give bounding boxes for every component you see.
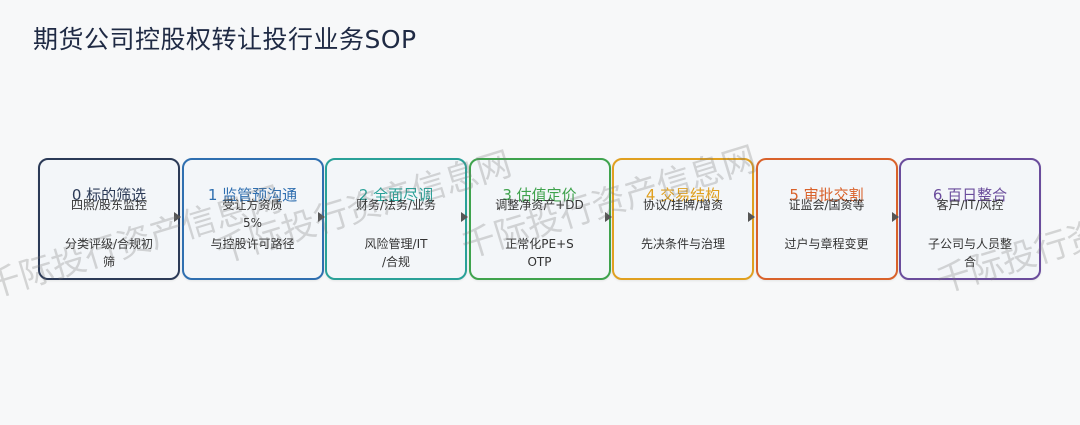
stage-title: 5 审批交割	[789, 186, 864, 204]
stage-card: 4 交易结构协议/挂牌/增资先决条件与治理	[612, 158, 754, 280]
flow-arrow-icon	[317, 212, 325, 222]
stage-line-1: 受让方资质 5%	[222, 198, 283, 230]
flow-arrow-icon	[748, 212, 755, 222]
stage-title: 3 估值定价	[502, 186, 577, 204]
stage-line-2: 先决条件与治理	[640, 237, 725, 251]
stage-line-1: 调整净资产+DD	[495, 198, 584, 212]
flow-arrow-icon	[891, 212, 899, 222]
stage-line-2: 与控股许可路径	[210, 237, 295, 251]
page-title: 期货公司控股权转让投行业务SOP	[33, 25, 417, 54]
stage-card: 3 估值定价调整净资产+DD 正常化PE+S OTP	[468, 158, 611, 280]
stage-line-1: 证监会/国资等	[788, 198, 865, 212]
stage-card: 1 监管预沟通受让方资质 5% 与控股许可路径	[181, 158, 324, 280]
stage-line-1: 协议/挂牌/增资	[642, 198, 724, 212]
stage-line-2: 过户与章程变更	[784, 237, 869, 251]
stage-line-1: 客户/IT/风控	[936, 198, 1004, 212]
stage-line-1: 四照/股东监控	[70, 198, 148, 212]
flow-arrow-icon	[604, 212, 612, 222]
stage-line-2: 正常化PE+S OTP	[505, 237, 574, 269]
stage-line-1: 财务/法务/业务	[355, 198, 437, 212]
stage-card: 0 标的筛选四照/股东监控分类评级/合规初 筛	[38, 158, 180, 280]
stage-title: 1 监管预沟通	[207, 186, 298, 204]
stage-card: 5 审批交割证监会/国资等过户与章程变更	[755, 158, 898, 280]
stage-title: 0 标的筛选	[71, 186, 147, 204]
stage-title: 6 百日整合	[932, 186, 1008, 204]
stage-card: 2 全面尽调财务/法务/业务风险管理/IT /合规	[325, 158, 467, 280]
stage-line-2: 子公司与人员整 合	[927, 237, 1012, 269]
stage-line-2: 风险管理/IT /合规	[364, 237, 428, 269]
stage-title: 4 交易结构	[645, 186, 721, 204]
stage-card: 6 百日整合客户/IT/风控子公司与人员整 合	[899, 158, 1041, 280]
stage-line-2: 分类评级/合规初 筛	[64, 237, 154, 269]
flow-arrow-icon	[461, 212, 468, 222]
flow-arrow-icon	[174, 212, 181, 222]
stage-title: 2 全面尽调	[358, 186, 434, 204]
